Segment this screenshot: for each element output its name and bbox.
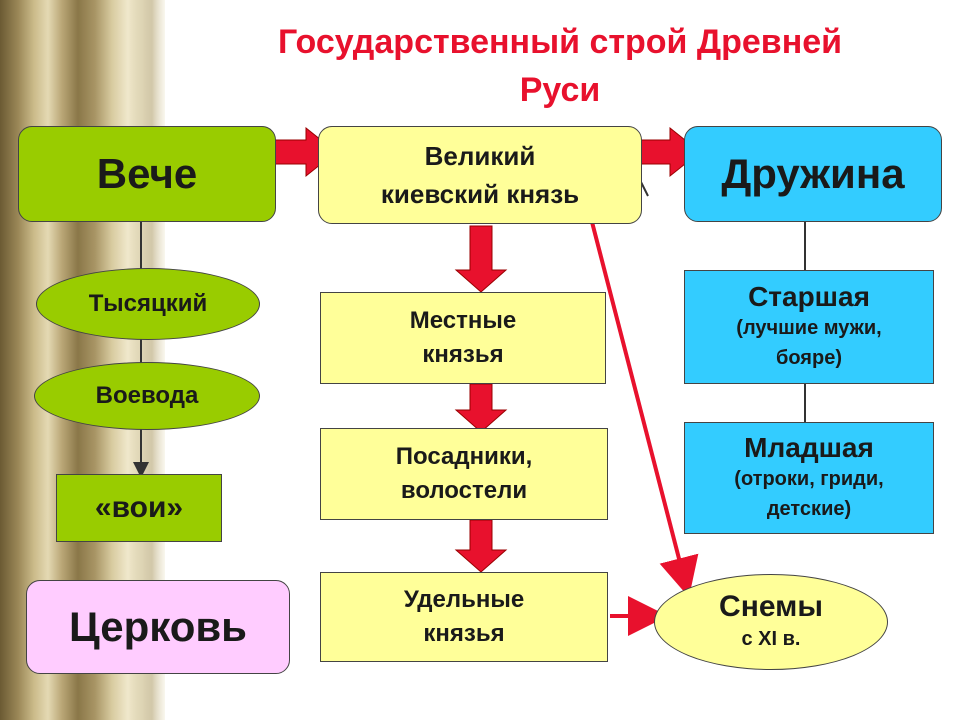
tysyatsky-label: Тысяцкий [88,290,208,317]
snemy-ellipse: Снемы с XI в. [654,574,888,670]
grand-prince-line-1: Великий [424,141,536,171]
voevoda-label: Воевода [95,382,199,409]
church-box: Церковь [26,580,290,674]
prince-to-snemy-arrow [590,221,699,598]
title-line-1: Государственный строй Древней [277,23,843,61]
church-label: Церковь [69,603,247,650]
posadniki-to-udelnye-arrow [454,519,508,573]
voevoda-ellipse: Воевода [34,362,260,430]
title-line-2: Руси [519,71,601,109]
posadniki-line-2: волостели [400,477,528,504]
udelnye-princes-line-2: князья [423,620,505,647]
junior-druzhina-line-2: детские) [766,498,852,520]
junior-druzhina-title: Младшая [744,432,874,463]
voi-box: «вои» [56,474,222,542]
voi-label: «вои» [94,491,184,524]
grand-prince-box: Великий киевский князь [318,126,642,224]
page-title: Государственный строй Древней Руси [180,18,940,114]
snemy-label: Снемы [719,590,823,623]
local-princes-box: Местные князья [320,292,606,384]
local-princes-line-2: князья [422,341,504,368]
udelnye-princes-box: Удельные князья [320,572,608,662]
posadniki-line-1: Посадники, [395,443,533,470]
druzhina-box: Дружина [684,126,942,222]
druzhina-label: Дружина [721,150,905,197]
senior-druzhina-title: Старшая [748,281,870,312]
senior-druzhina-line-2: бояре) [776,347,842,369]
local-princes-line-1: Местные [409,307,517,334]
posadniki-box: Посадники, волостели [320,428,608,520]
udelnye-princes-line-1: Удельные [403,586,525,613]
senior-druzhina-line-1: (лучшие мужи, [736,317,882,339]
junior-druzhina-line-1: (отроки, гриди, [734,468,884,490]
senior-druzhina-box: Старшая (лучшие мужи, бояре) [684,270,934,384]
veche-box: Вече [18,126,276,222]
junior-druzhina-box: Младшая (отроки, гриди, детские) [684,422,934,534]
tysyatsky-ellipse: Тысяцкий [36,268,260,340]
local-to-posadniki-arrow [454,383,508,433]
grand-prince-line-2: киевский князь [380,179,580,209]
prince-to-local-arrow [454,225,508,293]
veche-label: Вече [96,150,198,197]
snemy-subtitle: с XI в. [741,628,801,650]
